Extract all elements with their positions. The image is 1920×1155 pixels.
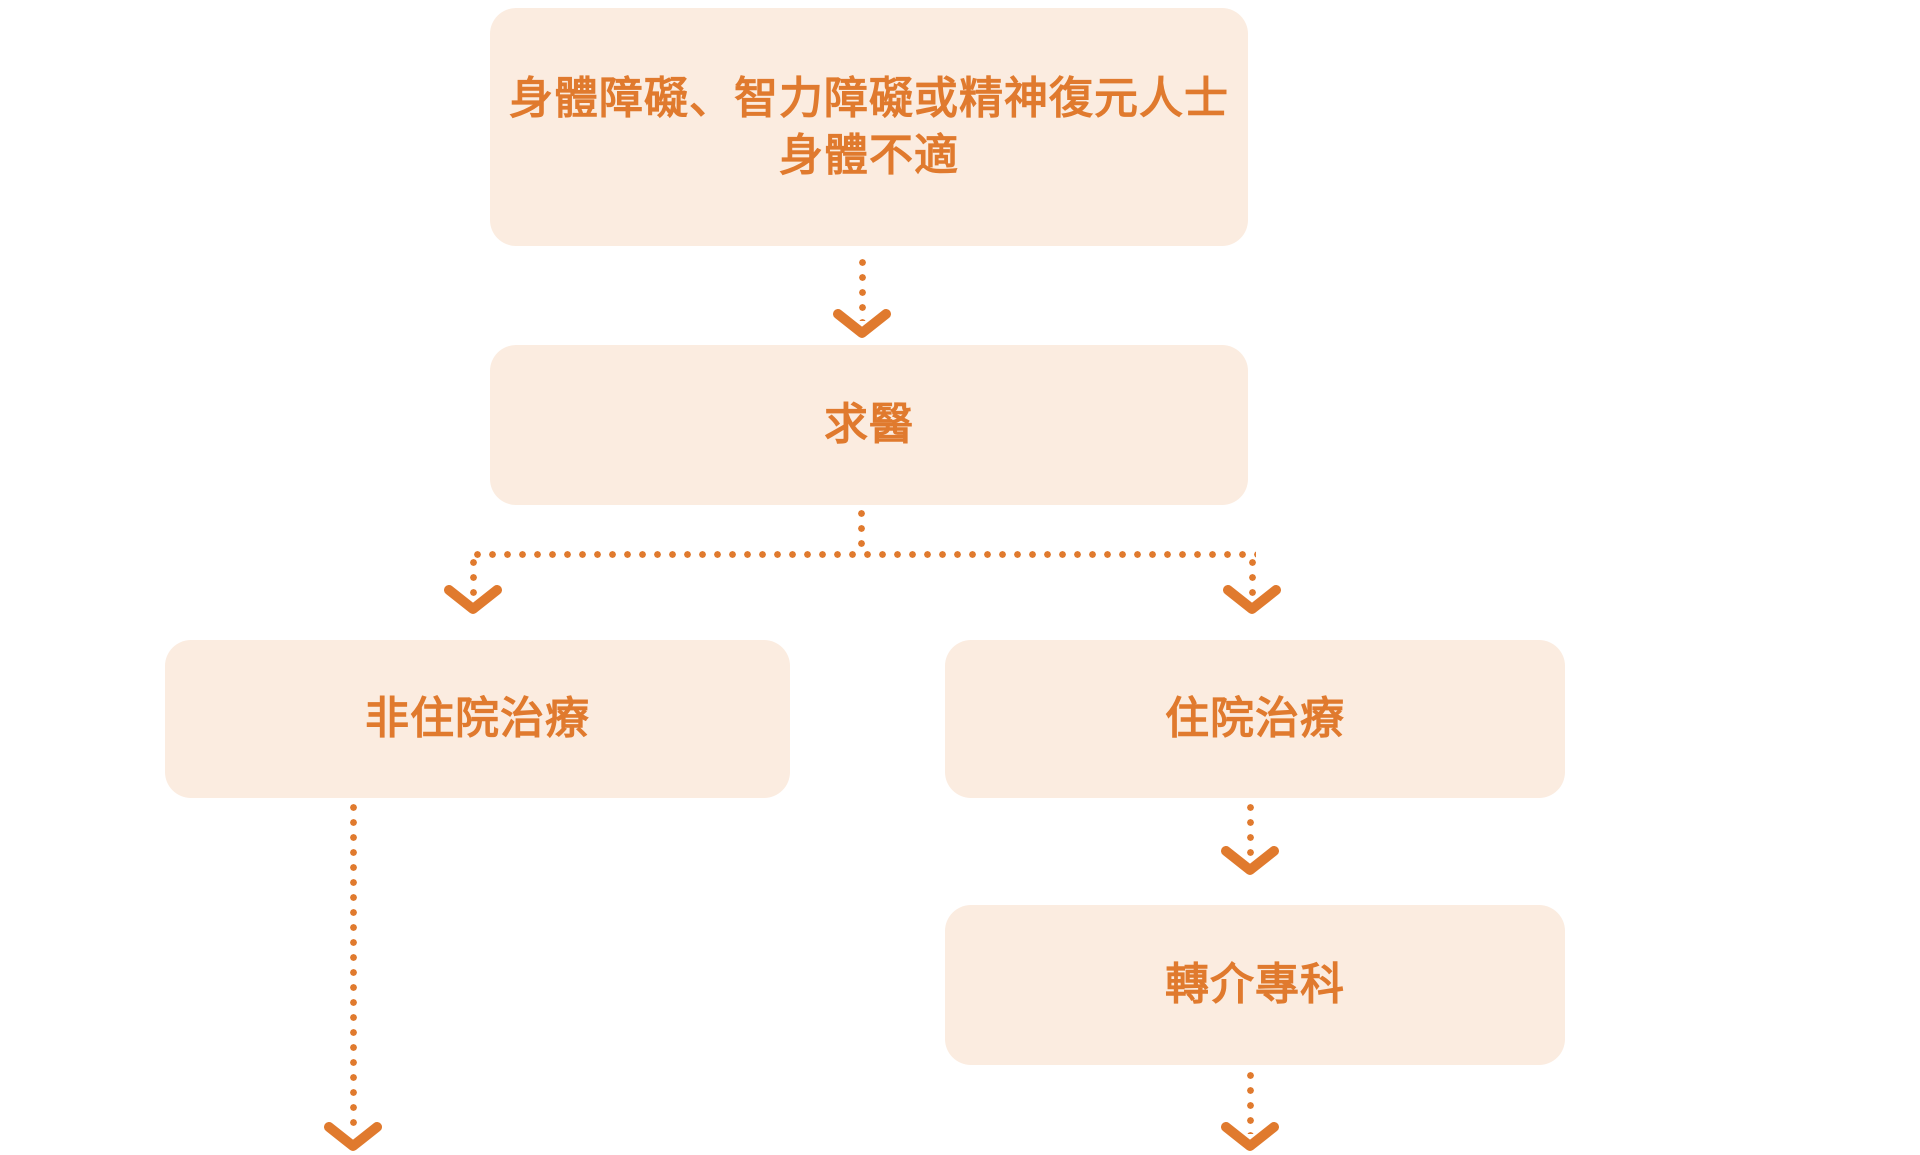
branch-horizontal-dotted-line (470, 551, 1256, 558)
arrow-inpatient-to-referral-icon (1220, 800, 1280, 876)
flow-node-outpatient: 非住院治療 (165, 640, 790, 798)
dotted-line (858, 255, 866, 321)
flow-node-seek-label: 求醫 (824, 400, 914, 450)
flow-node-condition: 身體障礙、智力障礙或精神復元人士 身體不適 (490, 8, 1248, 246)
arrowhead-down-icon (1221, 1122, 1279, 1151)
dotted-line (469, 555, 477, 597)
arrow-outpatient-continue-icon (323, 800, 383, 1152)
dotted-line (349, 800, 357, 1134)
dotted-line (1246, 1068, 1254, 1134)
flow-node-condition-line2: 身體不適 (779, 131, 959, 180)
dotted-line (1246, 800, 1254, 858)
arrowhead-down-icon (1221, 846, 1279, 875)
dotted-line (1248, 555, 1256, 597)
flow-node-seek-medical: 求醫 (490, 345, 1248, 505)
arrow-referral-continue-icon (1220, 1068, 1280, 1152)
flow-node-outpatient-label: 非住院治療 (365, 694, 590, 744)
arrow-condition-to-seek-icon (832, 255, 892, 339)
flow-node-referral-label: 轉介專科 (1165, 960, 1345, 1010)
arrow-branch-to-outpatient-icon (443, 555, 503, 615)
arrowhead-down-icon (324, 1122, 382, 1151)
flow-node-referral-specialist: 轉介專科 (945, 905, 1565, 1065)
branch-stub-dotted-line (858, 506, 865, 554)
flow-node-inpatient: 住院治療 (945, 640, 1565, 798)
arrow-branch-to-inpatient-icon (1222, 555, 1282, 615)
arrowhead-down-icon (833, 309, 891, 338)
flow-node-condition-line1: 身體障礙、智力障礙或精神復元人士 (509, 73, 1229, 123)
flow-node-inpatient-label: 住院治療 (1165, 694, 1345, 744)
arrowhead-down-icon (444, 585, 502, 614)
arrowhead-down-icon (1223, 585, 1281, 614)
